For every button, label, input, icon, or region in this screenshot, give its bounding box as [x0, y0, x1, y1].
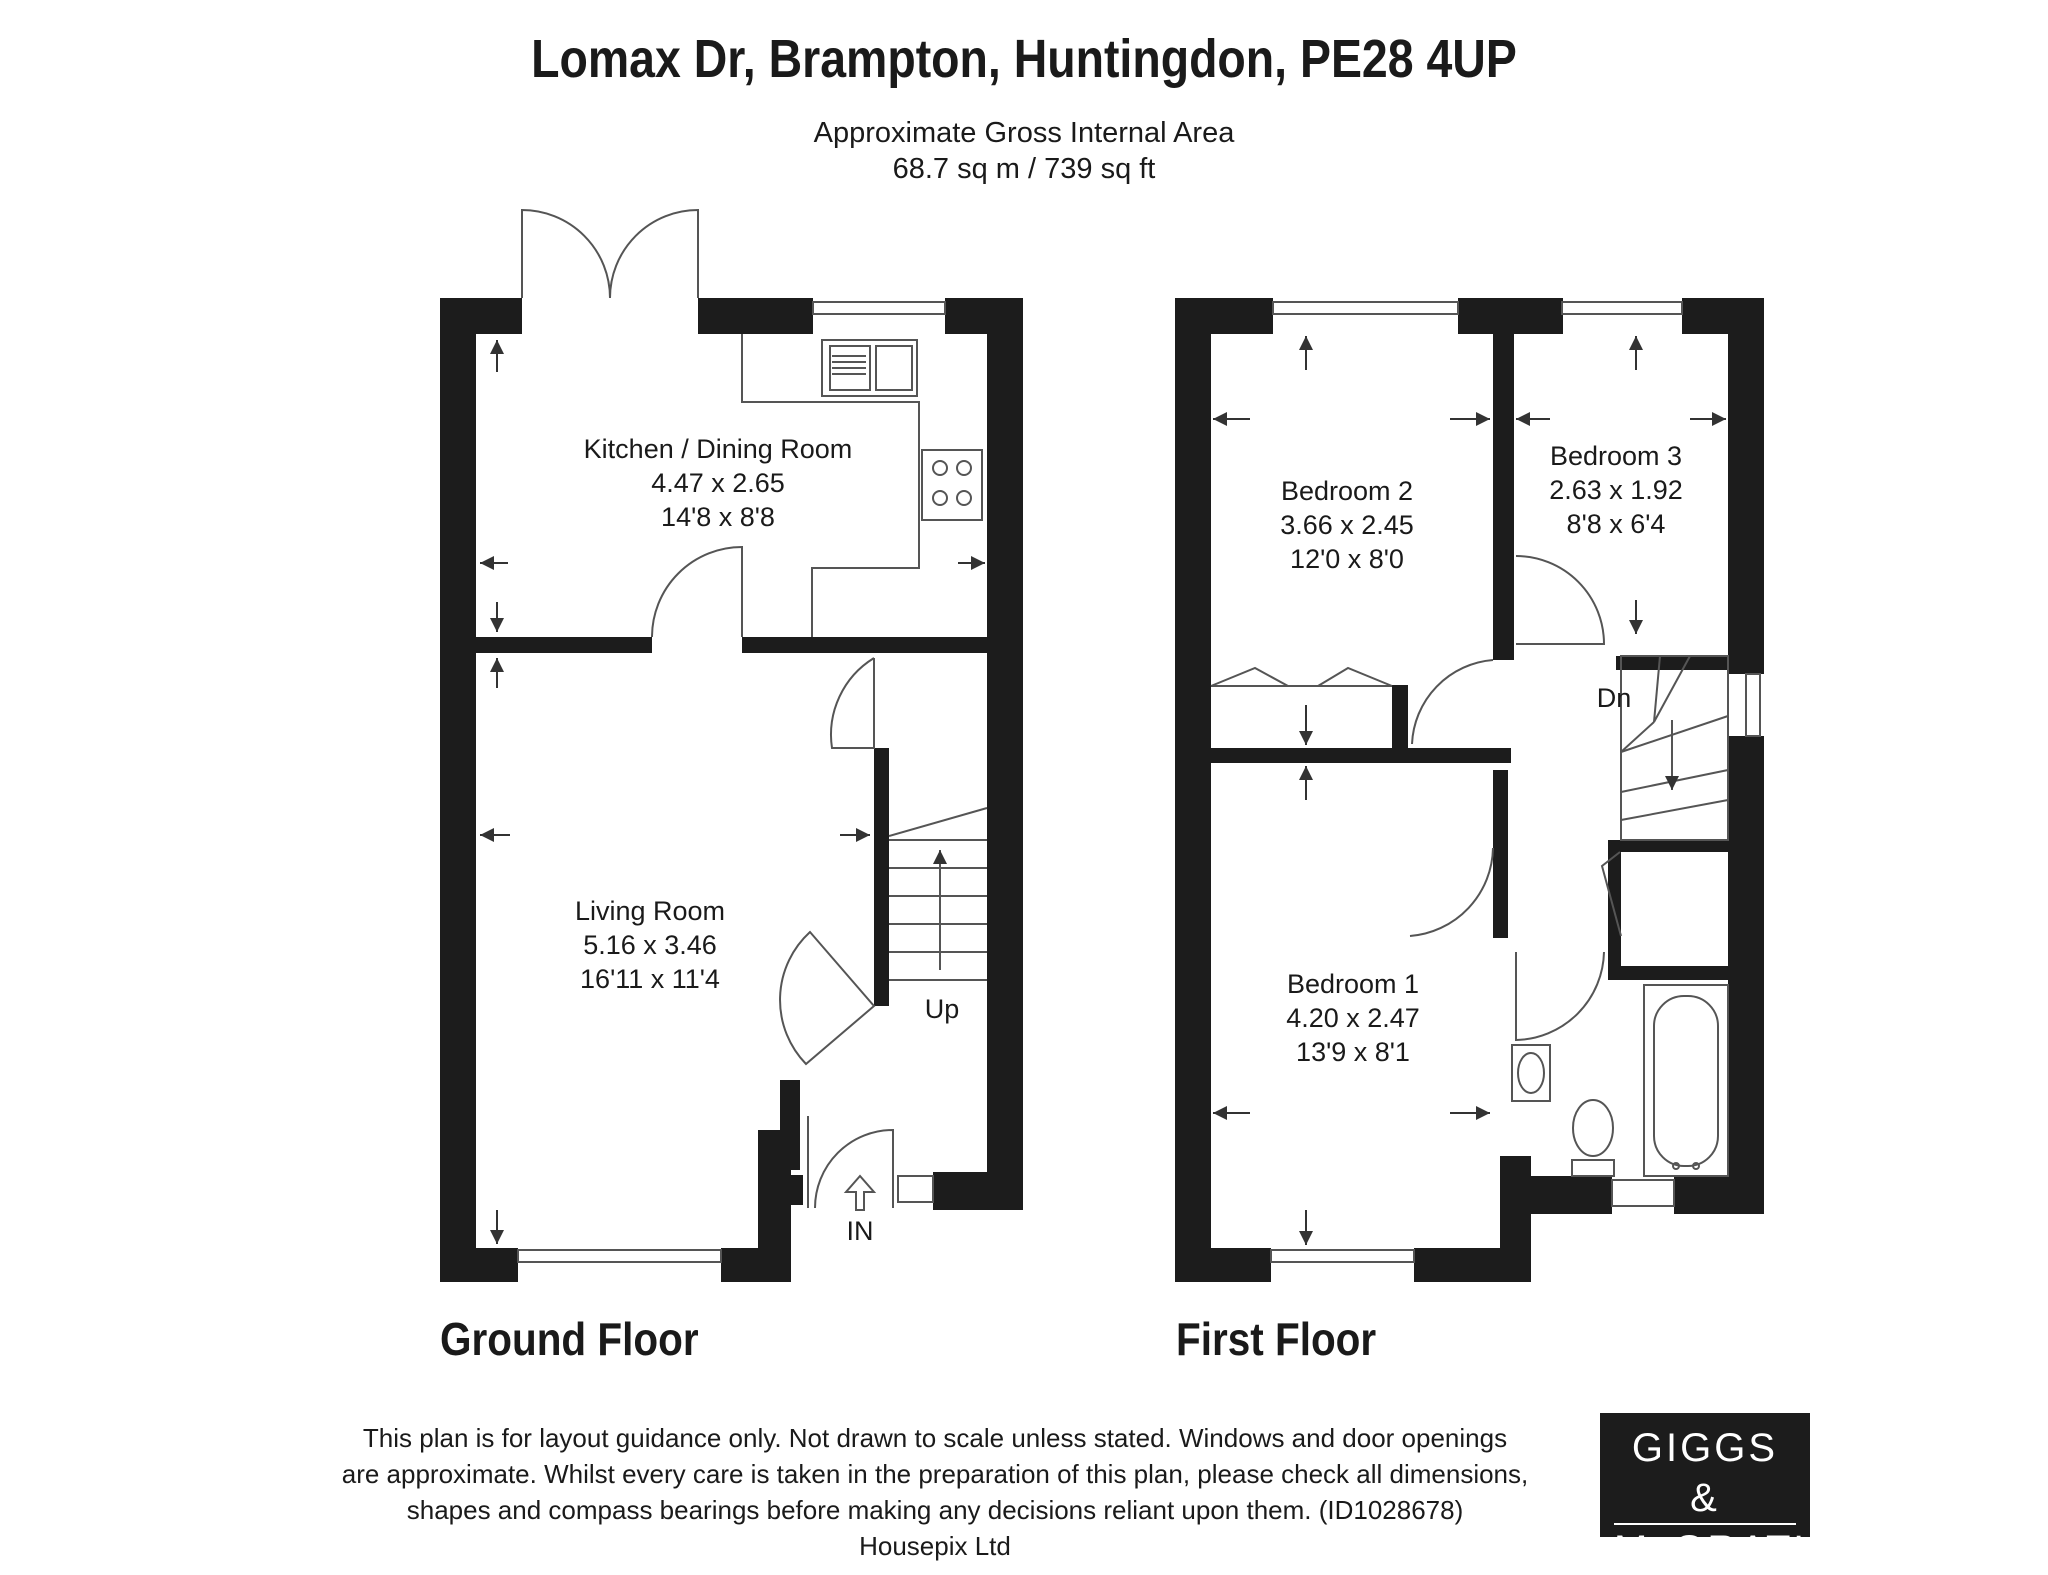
- logo-line-2: McGRATH: [1614, 1523, 1822, 1575]
- first-floor-doors: [1409, 555, 1622, 1042]
- bedroom3-metric: 2.63 x 1.92: [1549, 475, 1683, 505]
- living-name: Living Room: [575, 896, 725, 926]
- living-metric: 5.16 x 3.46: [583, 930, 717, 960]
- first-floor-walls: [1175, 298, 1764, 1282]
- ground-floor-label: Ground Floor: [440, 1313, 699, 1365]
- ground-floor-walls: [440, 298, 1023, 1282]
- entrance-label: IN: [847, 1216, 874, 1246]
- plan-title: Lomax Dr, Brampton, Huntingdon, PE28 4UP: [531, 29, 1517, 89]
- area-label: Approximate Gross Internal Area: [813, 117, 1235, 149]
- bedroom1-imperial: 13'9 x 8'1: [1296, 1037, 1410, 1067]
- first-floor-windows: [1270, 301, 1761, 1263]
- bedroom3-imperial: 8'8 x 6'4: [1567, 509, 1666, 539]
- bedroom2-metric: 3.66 x 2.45: [1280, 510, 1414, 540]
- ground-floor-stairs: [888, 807, 988, 981]
- ground-floor-windows: [517, 301, 946, 1263]
- ground-floor-plan: Kitchen / Dining Room 4.47 x 2.65 14'8 x…: [440, 208, 1023, 1282]
- first-stairs-label: Dn: [1597, 683, 1632, 713]
- bedroom1-name: Bedroom 1: [1287, 969, 1419, 999]
- ground-floor-doors: [651, 545, 894, 1209]
- bedroom1-metric: 4.20 x 2.47: [1286, 1003, 1420, 1033]
- entrance-arrow-icon: [843, 1174, 877, 1211]
- ground-stairs-label: Up: [925, 994, 960, 1024]
- kitchen-name: Kitchen / Dining Room: [584, 434, 853, 464]
- first-floor-dimension-arrows: [1213, 336, 1726, 1245]
- wardrobe: [1210, 666, 1393, 687]
- logo-line-1: GIGGS &: [1631, 1426, 1779, 1520]
- kitchen-metric: 4.47 x 2.65: [651, 468, 785, 498]
- bathroom-fittings: [1511, 984, 1729, 1177]
- disclaimer: This plan is for layout guidance only. N…: [300, 1420, 1570, 1564]
- disclaimer-line-3: shapes and compass bearings before makin…: [406, 1495, 1464, 1525]
- living-imperial: 16'11 x 11'4: [580, 964, 720, 994]
- bedroom3-name: Bedroom 3: [1550, 441, 1682, 471]
- bedroom2-imperial: 12'0 x 8'0: [1290, 544, 1404, 574]
- disclaimer-line-1: This plan is for layout guidance only. N…: [362, 1423, 1508, 1453]
- first-floor-stairs: [1620, 655, 1729, 841]
- disclaimer-line-2: are approximate. Whilst every care is ta…: [341, 1459, 1529, 1489]
- disclaimer-line-4: Housepix Ltd: [859, 1531, 1011, 1561]
- kitchen-imperial: 14'8 x 8'8: [661, 502, 775, 532]
- ground-floor-dimension-arrows: [480, 340, 985, 1244]
- garden-french-doors: [521, 208, 699, 299]
- area-value: 68.7 sq m / 739 sq ft: [892, 153, 1156, 185]
- kitchen-units: [741, 334, 983, 637]
- first-floor-plan: Bedroom 2 3.66 x 2.45 12'0 x 8'0 Bedroom…: [1175, 298, 1764, 1282]
- bedroom2-name: Bedroom 2: [1281, 476, 1413, 506]
- giggs-mcgrath-logo: GIGGS & McGRATH: [1600, 1413, 1822, 1572]
- first-floor-label: First Floor: [1176, 1313, 1377, 1365]
